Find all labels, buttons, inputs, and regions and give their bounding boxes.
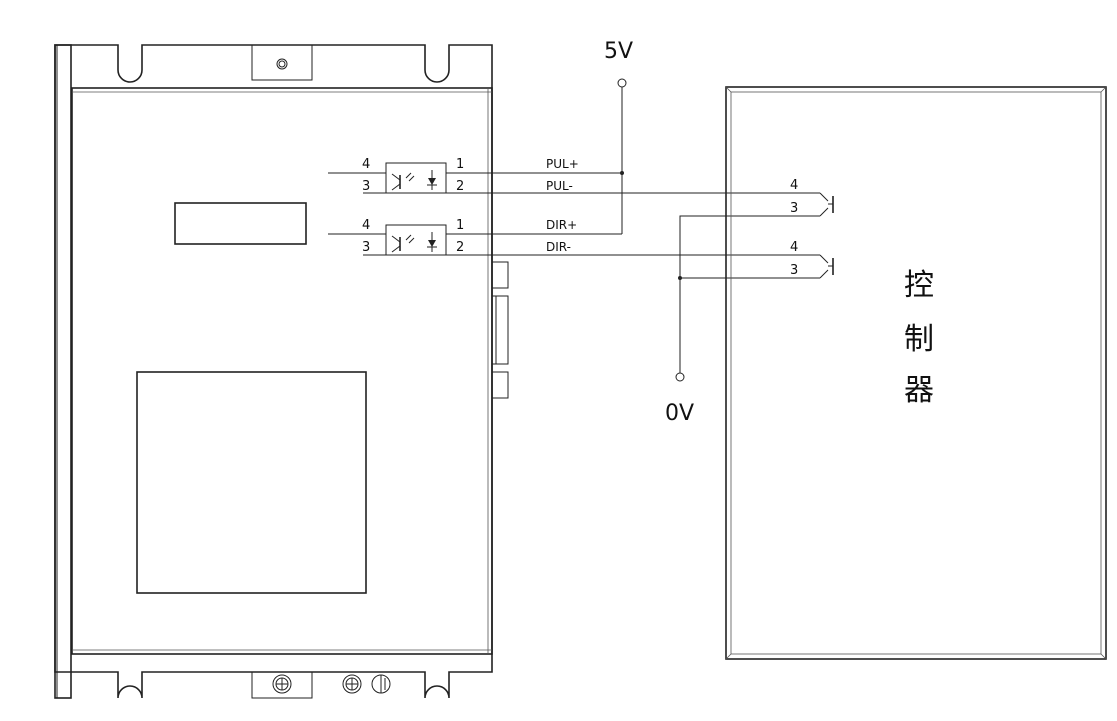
earth-ground-icon: [371, 674, 391, 694]
led-icon: [428, 178, 436, 185]
dir-pin1-label: 1: [456, 218, 464, 233]
controller-box: 控 制 器: [725, 86, 1107, 660]
bottom-terminal-block: [251, 671, 313, 699]
display-window: [174, 202, 307, 245]
ctrl-dir-pin3-label: 3: [790, 263, 798, 278]
pul-pin3-label: 3: [362, 179, 370, 194]
dir-minus-label: DIR-: [546, 240, 571, 254]
ground-0v-label: 0V: [665, 401, 694, 426]
ground-0v: 0V: [665, 215, 778, 426]
pul-plus-label: PUL+: [546, 157, 579, 171]
controller-output-dir: 4 3: [778, 240, 834, 279]
pul-pin2-label: 2: [456, 179, 464, 194]
optocoupler-dir: [385, 224, 447, 256]
ctrl-pul-pin3-label: 3: [790, 201, 798, 216]
ctrl-dir-pin4-label: 4: [790, 240, 798, 255]
supply-5v-label: 5V: [604, 39, 633, 64]
controller-output-pul: 4 3: [778, 178, 834, 217]
ctrl-pul-pin4-label: 4: [790, 178, 798, 193]
dir-pin4-label: 4: [362, 218, 370, 233]
optocoupler-pul: [385, 162, 447, 194]
top-mounting-tab: [251, 44, 313, 81]
controller-char-1: 控: [904, 268, 934, 303]
dir-plus-label: DIR+: [546, 218, 577, 232]
dir-pin3-label: 3: [362, 240, 370, 255]
led-icon: [428, 240, 436, 247]
heatsink-area: [136, 371, 367, 594]
supply-5v: 5V: [604, 39, 633, 234]
screw-terminal-icon: [272, 674, 292, 694]
ground-screw-icon: [342, 674, 362, 694]
pul-pin1-label: 1: [456, 157, 464, 172]
pul-minus-label: PUL-: [546, 179, 573, 193]
dir-pin2-label: 2: [456, 240, 464, 255]
pul-pin4-label: 4: [362, 157, 370, 172]
driver-housing: [54, 44, 509, 699]
controller-char-2: 制: [904, 322, 934, 357]
controller-char-3: 器: [904, 373, 934, 408]
